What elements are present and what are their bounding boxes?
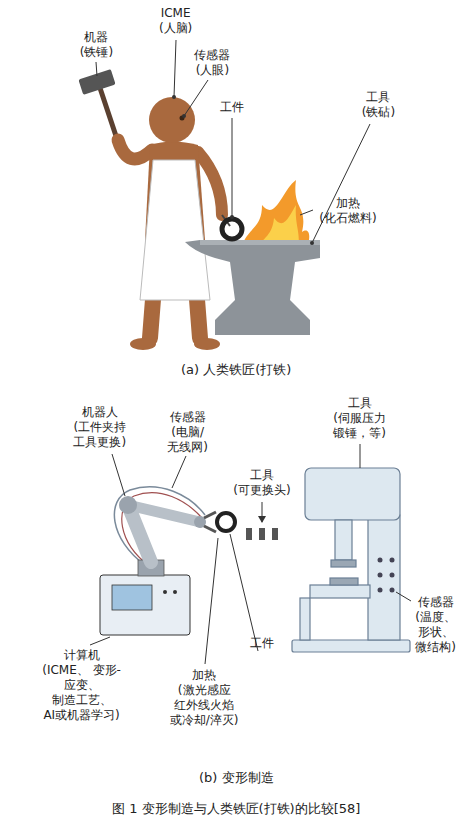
part-label: 加热 (化石燃料): [318, 196, 378, 226]
part-label: 工具 (可更换头): [232, 468, 292, 498]
subfigure-label: (b) 变形制造: [199, 770, 274, 786]
part-label: 工具 (铁砧): [358, 90, 399, 120]
subfigure-label: (a) 人类铁匠(打铁): [181, 362, 291, 378]
blacksmith: [78, 69, 230, 350]
part-label: 传感器 (温度、 形状、 微结构): [414, 595, 457, 655]
press-sensors: [378, 558, 395, 593]
part-label: 传感器 (电脑/ 无线网): [166, 410, 209, 455]
robot: [100, 487, 216, 635]
part-label: 工件: [250, 636, 274, 651]
part-label: 工具 (伺服压力 锻锤，等): [326, 396, 393, 441]
workpiece-ring: [217, 513, 235, 531]
press-machine: [292, 468, 410, 652]
part-label: 工件: [220, 100, 244, 115]
workpiece-ring: [222, 219, 242, 239]
leader-lines: [90, 444, 411, 664]
part-label: 机器 (铁锤): [76, 30, 117, 60]
part-label: 机器人 (工件夹持 工具更换): [71, 405, 129, 450]
part-label: ICME (人脑): [154, 6, 197, 36]
anvil: [185, 240, 320, 335]
part-label: 传感器 (人眼): [192, 48, 233, 78]
tool-heads: [246, 528, 278, 540]
part-label: 计算机 (ICME、 变形-应变、 制造工艺、 AI或机器学习): [42, 648, 121, 723]
figure-caption: 图 1 变形制造与人类铁匠(打铁)的比较[58]: [112, 800, 360, 818]
leader-dots: [172, 95, 314, 245]
part-label: 加热 (激光感应 红外线火焰 或冷却/淬灭): [167, 668, 241, 728]
